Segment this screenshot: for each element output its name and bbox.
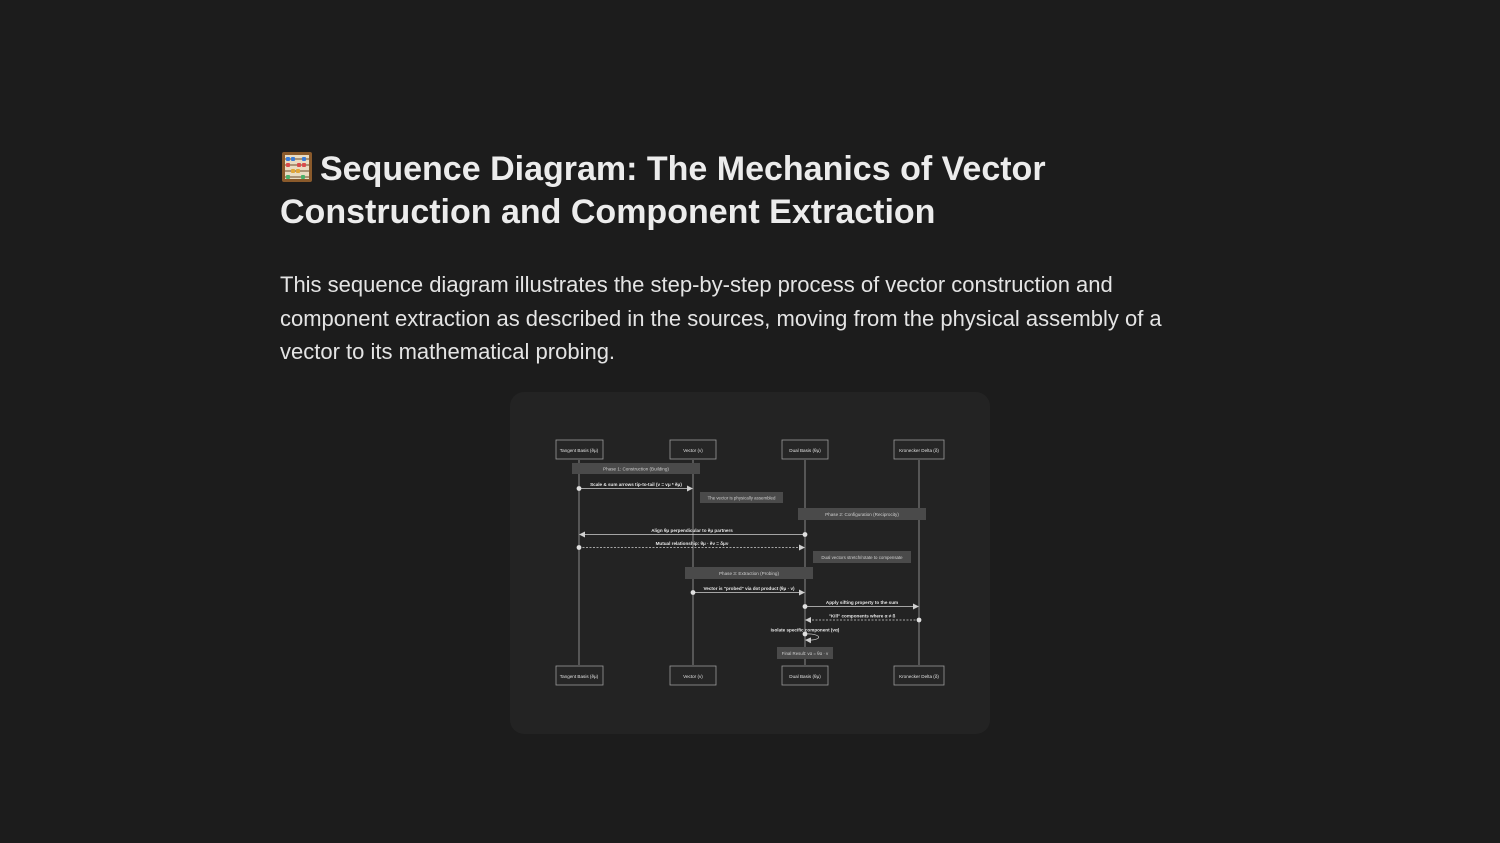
phase-2-label: Phase 2: Configuration (Reciprocity) bbox=[798, 508, 926, 520]
participant-delta-bottom: Kronecker Delta (δ) bbox=[893, 665, 945, 686]
svg-text:Scale & sum arrows tip-to-tail: Scale & sum arrows tip-to-tail (v = vμ *… bbox=[590, 482, 682, 487]
phase-3-label: Phase 3: Extraction (Probing) bbox=[685, 567, 813, 579]
note-final-result: Final Result: vα = θα · v bbox=[777, 647, 833, 659]
phase-1-label: Phase 1: Construction (Building) bbox=[572, 463, 700, 474]
svg-text:Dual Basis (θμ): Dual Basis (θμ) bbox=[789, 674, 821, 679]
svg-text:Align θμ perpendicular to ẽμ p: Align θμ perpendicular to ẽμ partners bbox=[651, 528, 733, 533]
message-scale-sum: Scale & sum arrows tip-to-tail (v = vμ *… bbox=[576, 482, 693, 492]
sequence-diagram-card: Tangent Basis (ẽμ) Vector (v) Dual Basis… bbox=[510, 392, 990, 734]
svg-text:Isolate specific component (vα: Isolate specific component (vα) bbox=[771, 628, 840, 633]
svg-text:Final Result: vα = θα · v: Final Result: vα = θα · v bbox=[782, 651, 829, 656]
participant-tangent-bottom: Tangent Basis (ẽμ) bbox=[555, 665, 604, 686]
svg-text:Vector (v): Vector (v) bbox=[683, 448, 703, 453]
content: Sequence Diagram: The Mechanics of Vecto… bbox=[280, 148, 1220, 369]
message-probe: Vector is "probed" via dot product (θμ ·… bbox=[690, 586, 805, 596]
sequence-diagram: Tangent Basis (ẽμ) Vector (v) Dual Basis… bbox=[555, 439, 945, 686]
svg-text:Tangent Basis (ẽμ): Tangent Basis (ẽμ) bbox=[560, 674, 599, 679]
participant-vector-top: Vector (v) bbox=[669, 439, 717, 460]
participant-vector-bottom: Vector (v) bbox=[669, 665, 717, 686]
svg-text:Phase 2: Configuration (Recipr: Phase 2: Configuration (Reciprocity) bbox=[825, 512, 899, 517]
message-mutual-relationship: Mutual relationship: θμ · ẽν = δμν bbox=[576, 541, 805, 551]
svg-text:Dual vectors stretch/rotate to: Dual vectors stretch/rotate to compensat… bbox=[821, 555, 903, 560]
svg-text:"Kill" components where α ≠ ß: "Kill" components where α ≠ ß bbox=[829, 614, 896, 619]
svg-text:Vector is "probed" via dot pro: Vector is "probed" via dot product (θμ ·… bbox=[703, 586, 795, 591]
participant-delta-top: Kronecker Delta (δ) bbox=[893, 439, 945, 460]
abacus-icon bbox=[282, 152, 312, 182]
message-kill-components: "Kill" components where α ≠ ß bbox=[805, 614, 922, 623]
svg-text:Kronecker Delta (δ): Kronecker Delta (δ) bbox=[899, 448, 939, 453]
note-vector-assembled: The vector is physically assembled bbox=[700, 492, 783, 503]
svg-text:Apply sifting property to the: Apply sifting property to the sum bbox=[826, 600, 898, 605]
svg-text:Kronecker Delta (δ): Kronecker Delta (δ) bbox=[899, 674, 939, 679]
message-align-dual: Align θμ perpendicular to ẽμ partners bbox=[579, 528, 808, 538]
message-isolate-component: Isolate specific component (vα) bbox=[771, 628, 840, 644]
message-sifting: Apply sifting property to the sum bbox=[802, 600, 919, 610]
svg-text:Tangent Basis (ẽμ): Tangent Basis (ẽμ) bbox=[560, 448, 599, 453]
participant-dual-top: Dual Basis (θμ) bbox=[781, 439, 829, 460]
page-title: Sequence Diagram: The Mechanics of Vecto… bbox=[280, 148, 1220, 234]
note-dual-compensate: Dual vectors stretch/rotate to compensat… bbox=[813, 551, 911, 563]
intro-paragraph: This sequence diagram illustrates the st… bbox=[280, 272, 1162, 364]
participant-dual-bottom: Dual Basis (θμ) bbox=[781, 665, 829, 686]
svg-text:Dual Basis (θμ): Dual Basis (θμ) bbox=[789, 448, 821, 453]
svg-text:Phase 3: Extraction (Probing): Phase 3: Extraction (Probing) bbox=[719, 571, 779, 576]
page-title-text: Sequence Diagram: The Mechanics of Vecto… bbox=[280, 150, 1046, 231]
svg-text:Mutual relationship: θμ · ẽν =: Mutual relationship: θμ · ẽν = δμν bbox=[656, 541, 729, 546]
svg-text:Vector (v): Vector (v) bbox=[683, 674, 703, 679]
svg-text:Phase 1: Construction (Buildin: Phase 1: Construction (Building) bbox=[603, 467, 669, 472]
svg-text:The vector is physically assem: The vector is physically assembled bbox=[708, 496, 776, 501]
participant-tangent-top: Tangent Basis (ẽμ) bbox=[555, 439, 604, 460]
